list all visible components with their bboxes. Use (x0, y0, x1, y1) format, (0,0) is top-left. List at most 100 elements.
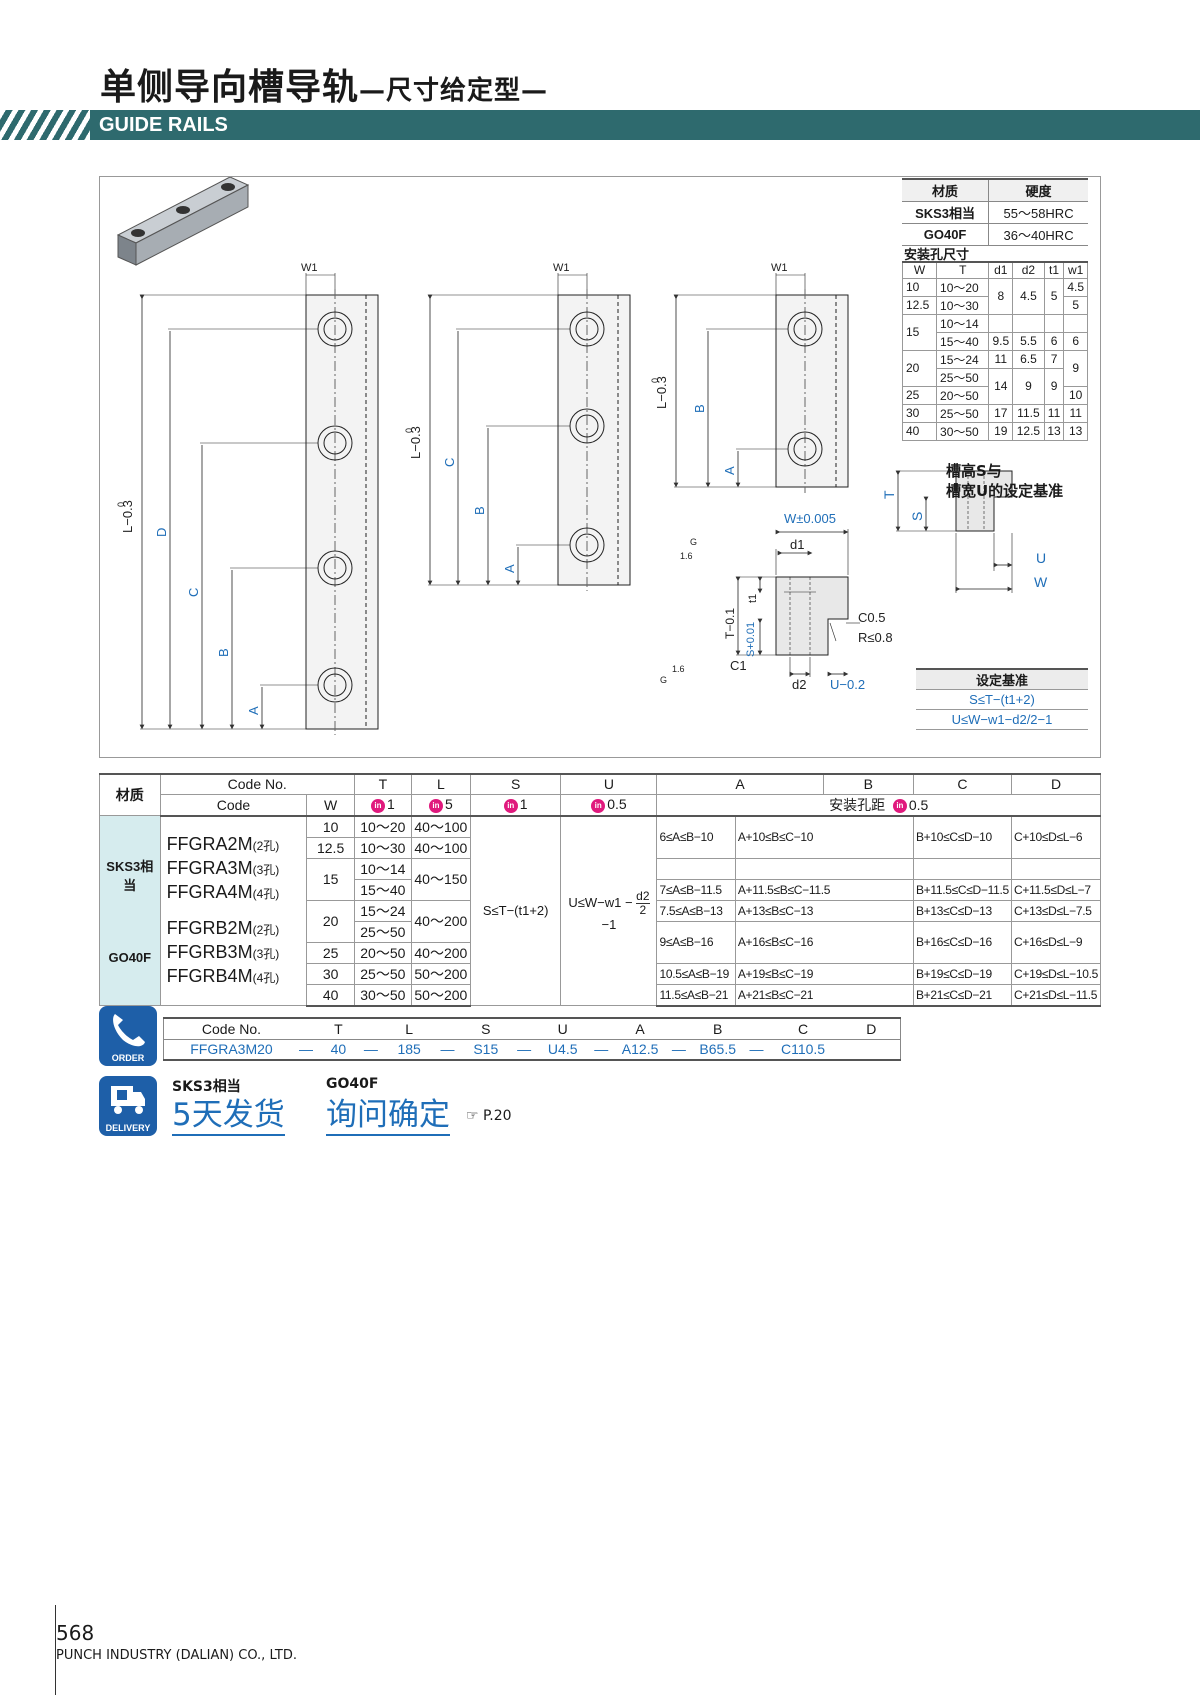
spec-T: 30～50 (353, 983, 412, 1007)
holes-cell: 9.5 (988, 331, 1014, 351)
holes-cell: 9 (1012, 367, 1045, 405)
holes-cell: 7 (1043, 349, 1065, 369)
svg-text:B: B (692, 404, 707, 413)
holes-cell: 13 (1043, 421, 1065, 441)
order-value: C110.5 (763, 1039, 843, 1061)
spec-head-B: B (822, 773, 914, 795)
order-value: B65.5 (685, 1039, 750, 1061)
holes-cell: 5.5 (1012, 331, 1045, 351)
rail-3-holes (427, 273, 631, 591)
holes-cell: 13 (1063, 421, 1088, 441)
increment-icon: in (892, 798, 907, 813)
material-table: 材质 硬度 SKS3相当 55～58HRC GO40F 36～40HRC (902, 178, 1088, 246)
order-sep: — (363, 1039, 378, 1061)
spec-W: 20 (306, 899, 355, 943)
holes-head: t1 (1043, 261, 1065, 279)
holes-head: d2 (1012, 261, 1045, 279)
svg-text:1.6: 1.6 (672, 664, 685, 674)
footer-rule (55, 1605, 56, 1695)
spec-head-codeno: Code No. (159, 773, 355, 795)
order-head: B (685, 1017, 750, 1040)
svg-text:C: C (442, 458, 457, 467)
band-stripes (0, 110, 90, 140)
holes-cell: 6 (1043, 331, 1065, 351)
technical-drawing: W1 L−0.3 0 D C B A (99, 176, 1101, 758)
holes-cell: 20～50 (936, 385, 990, 405)
increment-icon: in (428, 798, 443, 813)
svg-text:W1: W1 (553, 262, 570, 274)
svg-text:C: C (186, 588, 201, 597)
holes-cell: 6.5 (1012, 349, 1045, 369)
rail-3d-view (116, 177, 250, 266)
order-head: T (312, 1017, 364, 1040)
svg-text:W±0.005: W±0.005 (784, 511, 836, 526)
spec-W: 15 (306, 857, 355, 901)
page-reference-link[interactable]: ☞ P.20 (466, 1108, 512, 1124)
code-holes: (4孔) (252, 886, 280, 901)
spec-B: A+21≤B≤C−21 (734, 983, 914, 1007)
code-holes: (2孔) (252, 838, 280, 853)
spec-T: 25～50 (353, 920, 412, 943)
title-sub: —尺寸给定型— (359, 76, 549, 106)
delivery-badge: DELIVERY (99, 1076, 157, 1136)
u-numerator: d2 (636, 888, 650, 904)
spec-T: 10～14 (353, 857, 412, 880)
svg-text:A: A (722, 466, 737, 475)
material-name: SKS3相当 (106, 859, 154, 893)
holes-cell: 5 (1063, 295, 1088, 315)
reference-caption: 槽高S与 槽宽U的设定基准 (946, 461, 1063, 501)
unit-value: 0.5 (607, 796, 627, 813)
spec-head-T: T (353, 773, 412, 795)
spec-L: 40～100 (410, 836, 471, 859)
spec-C: B+11.5≤C≤D−11.5 (912, 878, 1013, 901)
svg-text:C0.5: C0.5 (858, 610, 885, 625)
spec-T: 10～30 (353, 836, 412, 859)
svg-text:L−0.3: L−0.3 (120, 500, 135, 533)
order-value: FFGRA3M20 (163, 1039, 299, 1061)
reference-row: S≤T−(t1+2) (916, 689, 1088, 710)
phone-icon (113, 1014, 145, 1047)
holes-cell: 12.5 (901, 295, 938, 315)
code-holes: (3孔) (252, 862, 280, 877)
order-badge: ORDER (99, 1006, 157, 1066)
delivery-time-1: 5天发货 (172, 1096, 285, 1136)
order-head: A (608, 1017, 672, 1040)
svg-text:1.6: 1.6 (680, 551, 693, 561)
code-item: FFGRA3M(3孔) (167, 857, 305, 881)
spec-D: C+16≤D≤L−9 (1011, 920, 1101, 964)
svg-text:A: A (246, 706, 261, 715)
holes-cell: 17 (988, 403, 1014, 423)
rail-4-labels: W1 L−0.3 0 D C B A (116, 262, 318, 715)
spec-C: B+13≤C≤D−13 (912, 899, 1013, 922)
delivery-material-2: GO40F (326, 1076, 379, 1092)
reference-caption-line: 槽宽U的设定基准 (946, 482, 1064, 500)
holes-cell: 25～50 (936, 403, 990, 423)
svg-text:D: D (154, 528, 169, 537)
spec-head-A: A (656, 773, 824, 795)
spec-A: 7.5≤A≤B−13 (656, 899, 736, 922)
spec-head-D: D (1011, 773, 1101, 795)
cross-section (735, 529, 860, 677)
code-text: FFGRB3M (166, 941, 253, 962)
svg-text:0: 0 (116, 502, 126, 507)
rail-2-holes (673, 273, 849, 493)
spec-A: 10.5≤A≤B−19 (656, 962, 736, 985)
spec-W: 12.5 (306, 836, 355, 859)
holes-cell: 6 (1063, 331, 1088, 351)
delivery-time-2: 询问确定 (326, 1096, 450, 1136)
code-text: FFGRA2M (166, 833, 253, 854)
spec-A: 9≤A≤B−16 (656, 920, 736, 964)
spec-A: 11.5≤A≤B−21 (656, 983, 736, 1007)
spec-head-C: C (912, 773, 1013, 795)
spec-L: 40～200 (410, 899, 471, 943)
u-formula-post: −1 (601, 916, 617, 932)
spec-B: A+11.5≤B≤C−11.5 (734, 878, 914, 901)
svg-text:U−0.2: U−0.2 (830, 677, 865, 692)
order-head: S (454, 1017, 518, 1040)
svg-text:G: G (690, 537, 697, 547)
spec-D: C+10≤D≤L−6 (1011, 815, 1101, 859)
